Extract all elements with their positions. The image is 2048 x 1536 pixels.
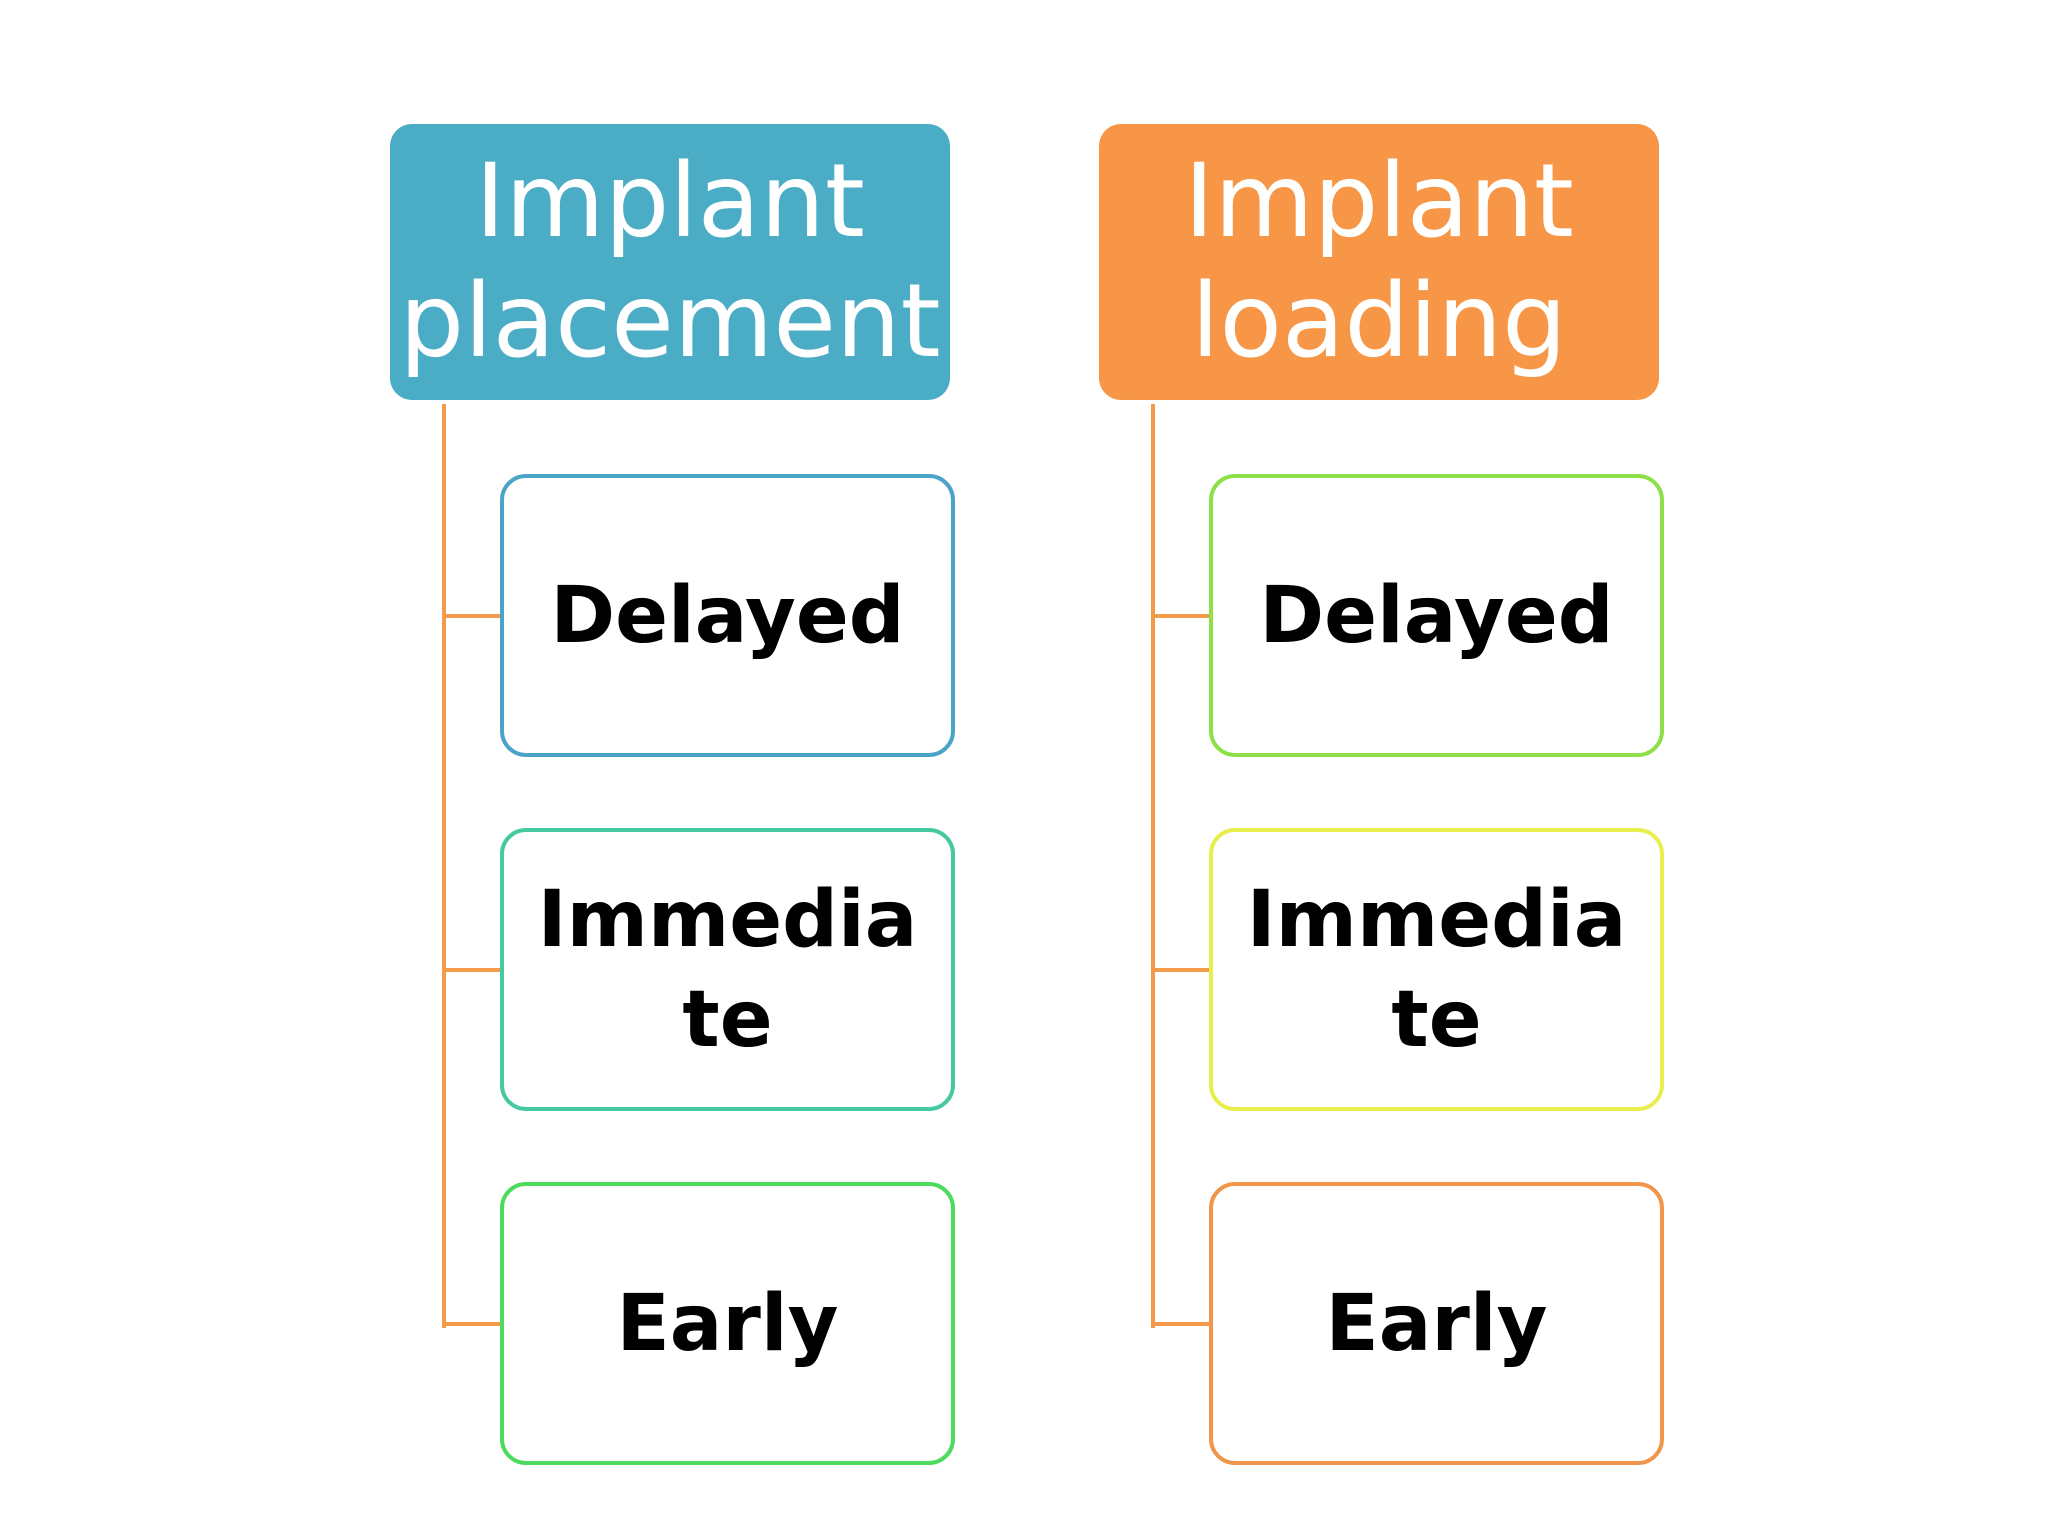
child-label: Immediate (537, 874, 918, 1065)
child-label: Delayed (550, 570, 905, 661)
header-line-2: placement (399, 262, 941, 381)
child-label: Delayed (1259, 570, 1614, 661)
group-implant-loading: Implant loading Delayed Immediate Early (1099, 0, 1664, 1536)
connector-branch-1 (442, 614, 502, 618)
header-implant-loading: Implant loading (1099, 124, 1659, 400)
connector-branch-3 (442, 1322, 502, 1326)
header-line-1: Implant (1184, 142, 1574, 261)
header-line-2: loading (1191, 262, 1567, 381)
child-label: Immediate (1246, 874, 1627, 1065)
placement-immediate-box: Immediate (500, 828, 955, 1111)
header-text: Implant placement (399, 142, 940, 382)
child-label: Early (616, 1278, 839, 1369)
connector-vertical (442, 404, 446, 1328)
header-implant-placement: Implant placement (390, 124, 950, 400)
loading-immediate-box: Immediate (1209, 828, 1664, 1111)
connector-branch-2 (1151, 968, 1211, 972)
header-line-1: Implant (475, 142, 865, 261)
connector-branch-2 (442, 968, 502, 972)
placement-early-box: Early (500, 1182, 955, 1465)
group-implant-placement: Implant placement Delayed Immediate Earl… (390, 0, 955, 1536)
loading-early-box: Early (1209, 1182, 1664, 1465)
loading-delayed-box: Delayed (1209, 474, 1664, 757)
connector-branch-1 (1151, 614, 1211, 618)
placement-delayed-box: Delayed (500, 474, 955, 757)
connector-vertical (1151, 404, 1155, 1328)
header-text: Implant loading (1184, 142, 1574, 382)
child-label: Early (1325, 1278, 1548, 1369)
connector-branch-3 (1151, 1322, 1211, 1326)
